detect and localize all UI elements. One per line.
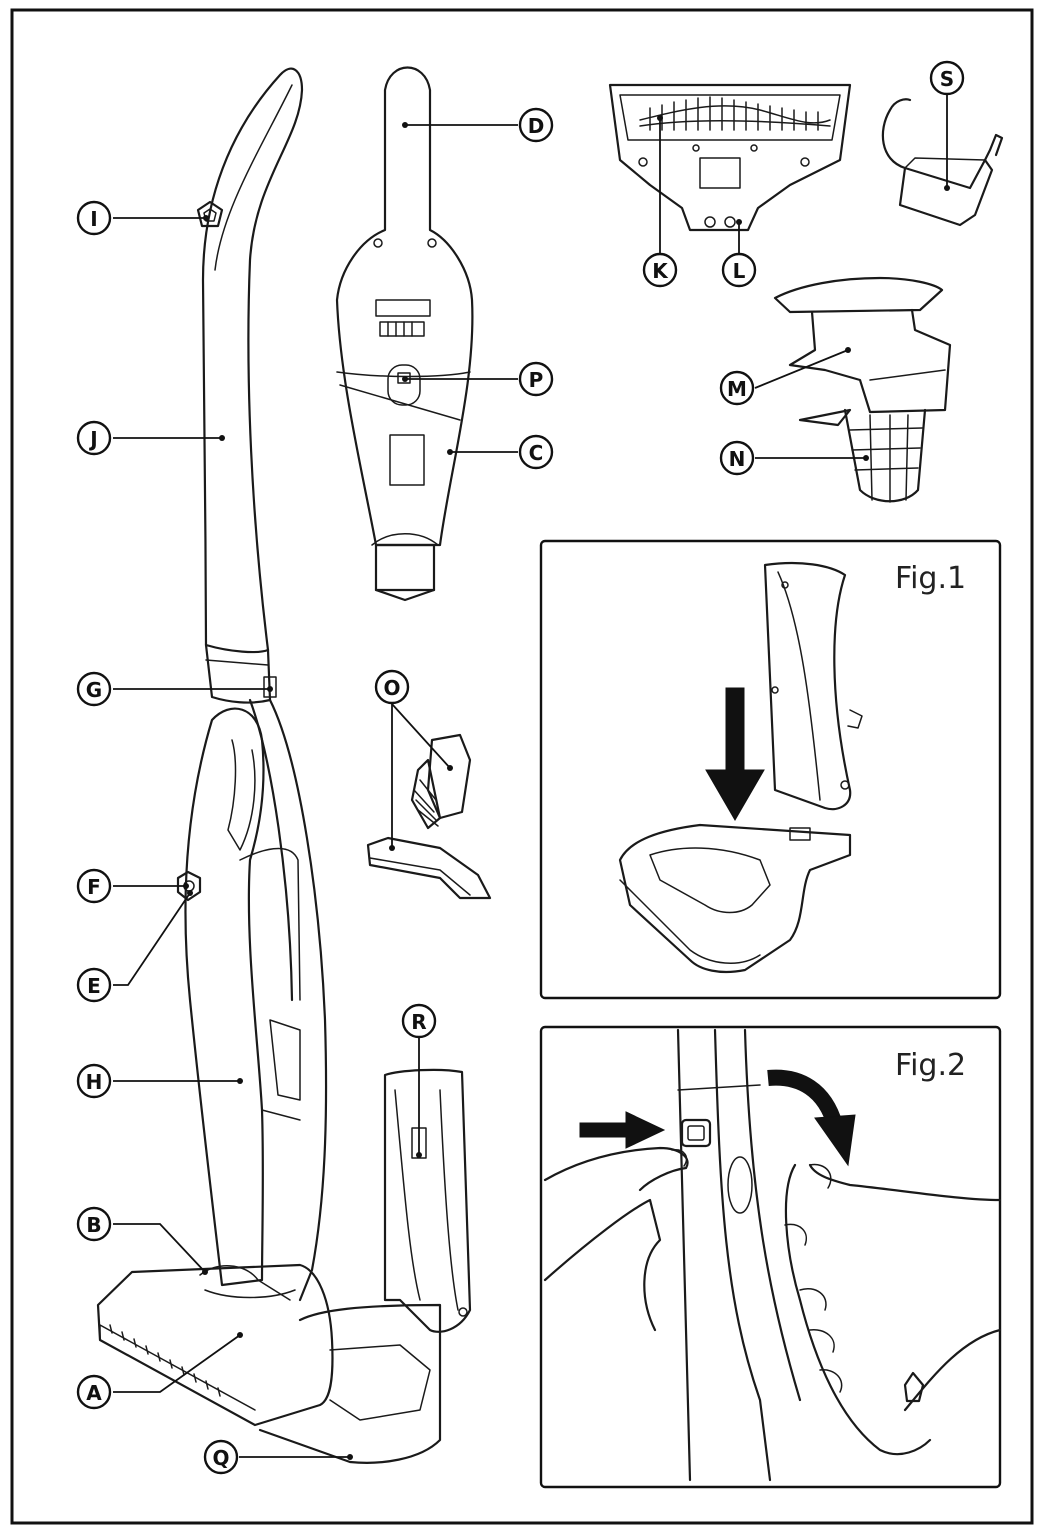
callout-J: J — [76, 420, 225, 456]
callout-H: H — [76, 1063, 243, 1099]
page-border — [10, 8, 1034, 1525]
callout-Q: Q — [203, 1439, 353, 1475]
fig1-panel: Fig.1 — [539, 539, 1002, 1000]
callout-K: K — [642, 115, 678, 288]
callout-M: M — [719, 347, 851, 406]
label-G: G — [86, 678, 102, 702]
fig2-panel: Fig.2 — [539, 1025, 1002, 1489]
label-E: E — [87, 974, 101, 998]
callout-R: R — [401, 1003, 437, 1158]
callout-N: N — [719, 440, 869, 476]
callout-D: D — [402, 107, 554, 143]
label-S: S — [940, 67, 954, 91]
callout-S: S — [929, 60, 965, 191]
label-B: B — [86, 1213, 101, 1237]
label-R: R — [411, 1010, 426, 1034]
filter-drawing — [773, 276, 952, 503]
label-D: D — [528, 114, 545, 138]
callout-C: C — [447, 434, 554, 470]
callout-I: I — [76, 200, 209, 236]
callout-L: L — [721, 219, 757, 288]
label-F: F — [87, 875, 101, 899]
fig1-title: Fig.1 — [895, 561, 966, 596]
label-L: L — [733, 259, 746, 283]
callout-F: F — [76, 868, 189, 904]
handheld-unit-drawing — [335, 66, 474, 602]
label-Q: Q — [212, 1446, 229, 1470]
callout-O: O — [374, 669, 453, 851]
label-I: I — [90, 207, 97, 231]
label-M: M — [727, 377, 747, 401]
label-K: K — [652, 259, 669, 283]
label-O: O — [383, 676, 400, 700]
label-A: A — [86, 1381, 102, 1405]
label-C: C — [529, 441, 544, 465]
stick-vacuum-drawing — [96, 67, 472, 1464]
charger-drawing — [881, 98, 1004, 227]
label-J: J — [88, 427, 97, 451]
callout-G: G — [76, 671, 273, 707]
callout-P: P — [402, 361, 554, 397]
crevice-tool-drawing — [366, 733, 492, 900]
label-P: P — [529, 368, 544, 392]
fig2-title: Fig.2 — [895, 1048, 966, 1083]
label-N: N — [729, 447, 746, 471]
callout-A: A — [76, 1332, 243, 1410]
label-H: H — [86, 1070, 103, 1094]
floor-nozzle-drawing — [608, 83, 852, 232]
callout-E: E — [76, 890, 193, 1003]
callout-B: B — [76, 1206, 208, 1275]
